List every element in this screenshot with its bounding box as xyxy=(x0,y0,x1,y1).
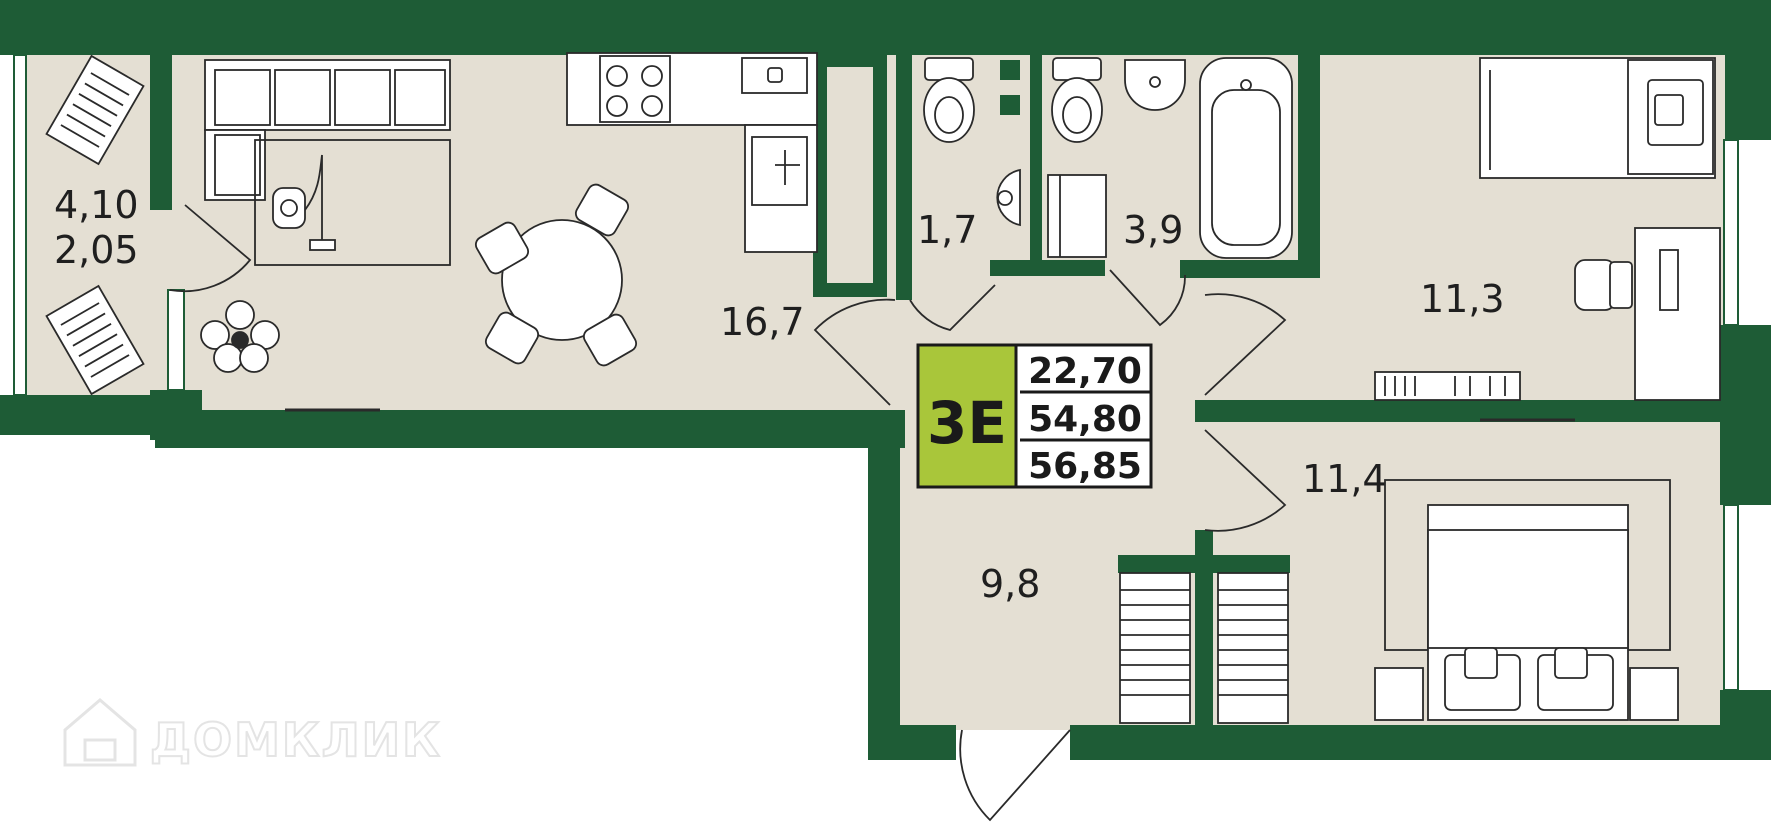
desk-icon xyxy=(1574,227,1721,401)
doors xyxy=(169,204,1575,822)
windows xyxy=(13,54,1739,691)
bedroom-1-door-swing xyxy=(1204,293,1287,396)
balcony-window xyxy=(13,54,27,396)
lounger-icon xyxy=(45,54,145,166)
bedroom-1-window xyxy=(1723,139,1739,326)
wall-balcony-left xyxy=(0,0,20,50)
badge-code: 3E xyxy=(927,389,1007,457)
kitchen-counter-icon xyxy=(566,52,818,253)
balcony-door-glass xyxy=(167,289,185,391)
house-logo-icon xyxy=(63,698,137,767)
watermark: ДОМКЛИК xyxy=(63,698,442,768)
balcony-area-label: 4,10 xyxy=(54,183,139,227)
balcony-reduced-area-label: 2,05 xyxy=(54,228,139,272)
wall-right-upper xyxy=(1725,0,1771,140)
hallway-area-label: 9,8 xyxy=(980,562,1040,606)
wall-bath-bottom-left xyxy=(990,260,1105,276)
wall-right-lower xyxy=(1720,690,1771,760)
wardrobe-icon xyxy=(1119,572,1191,724)
toilet-icon xyxy=(1051,57,1103,143)
wall-vent-block-a xyxy=(1000,60,1020,80)
toilet-icon xyxy=(923,57,975,143)
bed-icon xyxy=(1479,57,1716,179)
wall-kitchen-shaft xyxy=(813,53,887,297)
rug-icon xyxy=(254,139,451,266)
bathroom-area-label: 3,9 xyxy=(1123,208,1183,252)
wall-top xyxy=(0,0,1771,55)
wall-bath-bottom-right xyxy=(1180,260,1315,278)
bathtub-icon xyxy=(1199,57,1293,259)
wall-toilet-bath xyxy=(1030,55,1042,270)
washing-machine-icon xyxy=(1047,174,1107,258)
sink-icon xyxy=(1124,59,1186,111)
kitchen-living-area-label: 16,7 xyxy=(720,300,805,344)
kitchen-door-swing xyxy=(813,298,896,406)
badge-total-area-with-balcony: 56,85 xyxy=(1028,446,1142,487)
vacuum-cleaner-icon xyxy=(272,154,336,251)
plant-icon xyxy=(200,300,280,373)
wall-bath-bedroom xyxy=(1298,50,1320,278)
nightstand-icon xyxy=(1629,667,1679,721)
toilet-door-swing xyxy=(909,284,996,331)
wall-balcony-kitchen-upper xyxy=(150,50,172,210)
bedroom-2-area-label: 11,4 xyxy=(1302,457,1387,501)
wall-bedrooms-divider xyxy=(1195,400,1725,422)
room-labels: 4,10 2,05 16,7 1,7 3,9 11,3 11,4 9,8 xyxy=(54,183,1505,606)
toilet-area-label: 1,7 xyxy=(917,208,977,252)
wardrobe-icon xyxy=(1217,572,1289,724)
wall-vent-block-b xyxy=(1000,95,1020,115)
balcony-door-swing xyxy=(169,204,252,293)
wall-wardrobe-top xyxy=(1118,555,1290,573)
wall-right-mid xyxy=(1720,325,1771,505)
wall-bottom xyxy=(1070,725,1771,760)
wall-hallway-bottom-left xyxy=(868,725,956,760)
bedroom-2-door-swing xyxy=(1204,429,1287,532)
bedroom-2-window xyxy=(1723,504,1739,691)
dining-table-icon xyxy=(474,183,638,367)
furniture xyxy=(45,52,1721,724)
sofa-icon xyxy=(204,59,451,201)
sink-icon xyxy=(996,168,1021,227)
badge-total-area: 54,80 xyxy=(1028,399,1142,440)
double-bed-icon xyxy=(1427,504,1629,721)
wall-hallway-left xyxy=(868,410,900,760)
badge-living-area: 22,70 xyxy=(1028,351,1142,392)
wall-kitchen-toilet xyxy=(896,50,912,300)
bath-door-swing xyxy=(1109,269,1186,327)
bookshelf-icon xyxy=(1374,371,1521,401)
wall-kitchen-bottom xyxy=(155,410,905,448)
wall-balcony-bottom xyxy=(0,395,160,435)
wall-hall-bedroom2 xyxy=(1195,530,1213,730)
lounger-icon xyxy=(45,284,145,396)
badge-values-box xyxy=(1014,343,1153,489)
walls xyxy=(0,0,1771,760)
watermark-text: ДОМКЛИК xyxy=(150,713,442,767)
apartment-badge: 3E 22,70 54,80 56,85 xyxy=(916,343,1153,489)
nightstand-icon xyxy=(1374,667,1424,721)
bedroom-1-area-label: 11,3 xyxy=(1420,277,1505,321)
entrance-door-swing xyxy=(959,729,1071,822)
